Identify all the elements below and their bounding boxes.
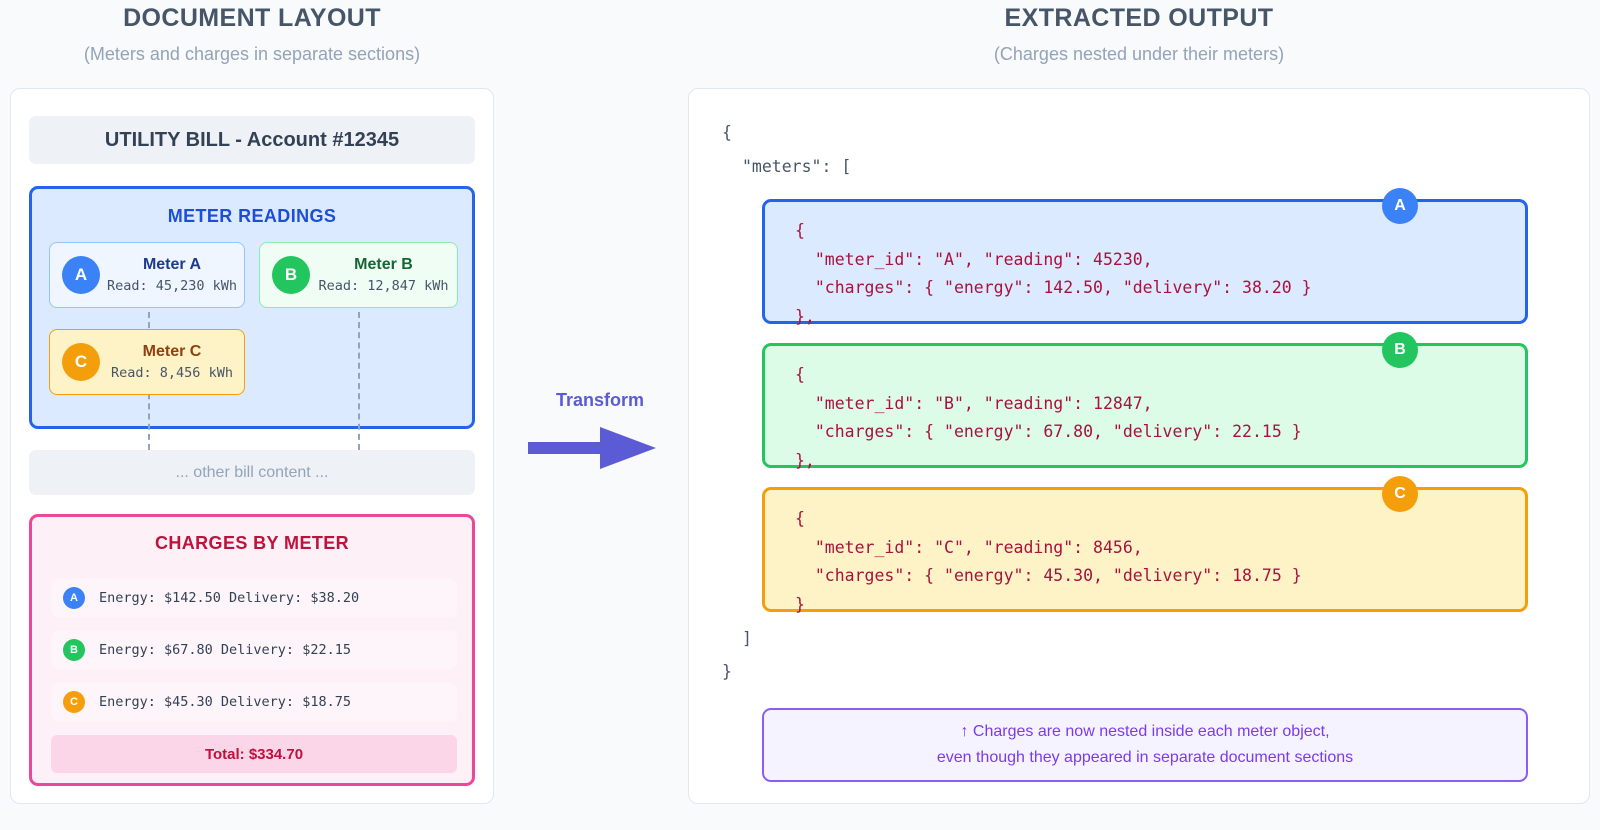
meter-c-reading: Read: 8,456 kWh: [111, 365, 233, 382]
json-block-code-a: { "meter_id": "A", "reading": 45230, "ch…: [795, 221, 1312, 326]
meter-badge-c: C: [62, 343, 100, 381]
meter-card-b-text: Meter B Read: 12,847 kWh: [310, 253, 457, 296]
charge-row[interactable]: C Energy: $45.30 Delivery: $18.75: [51, 683, 457, 721]
meter-card-c[interactable]: C Meter C Read: 8,456 kWh: [49, 329, 245, 395]
meter-badge-a: A: [62, 256, 100, 294]
json-meters-key: "meters": [: [742, 157, 852, 176]
json-meter-block-a[interactable]: A { "meter_id": "A", "reading": 45230, "…: [762, 188, 1528, 326]
json-meter-block-b[interactable]: B { "meter_id": "B", "reading": 12847, "…: [762, 332, 1528, 470]
meter-readings-heading: METER READINGS: [167, 206, 337, 226]
json-array-close-bracket: ]: [742, 629, 752, 648]
meter-a-name: Meter A: [142, 256, 202, 274]
meter-b-reading: Read: 12,847 kWh: [318, 278, 449, 295]
charge-badge-c: C: [63, 691, 85, 713]
json-root-open-brace: {: [722, 123, 732, 142]
charge-text-b: Energy: $67.80 Delivery: $22.15: [99, 642, 351, 658]
charge-badge-a: A: [63, 587, 85, 609]
charges-by-meter-heading: CHARGES BY METER: [154, 533, 350, 553]
meter-b-name: Meter B: [354, 256, 413, 274]
charge-text-a: Energy: $142.50 Delivery: $38.20: [99, 590, 360, 606]
charge-row[interactable]: B Energy: $67.80 Delivery: $22.15: [51, 631, 457, 669]
charges-by-meter-section: CHARGES BY METER A Energy: $142.50 Deliv…: [29, 514, 475, 786]
meter-card-a-text: Meter A Read: 45,230 kWh: [100, 253, 244, 296]
meter-c-name: Meter C: [142, 343, 202, 361]
json-block-code-c: { "meter_id": "C", "reading": 8456, "cha…: [795, 509, 1302, 614]
charge-text-c: Energy: $45.30 Delivery: $18.75: [99, 694, 351, 710]
charge-row[interactable]: A Energy: $142.50 Delivery: $38.20: [51, 579, 457, 617]
right-column-title: EXTRACTED OUTPUT: [1004, 4, 1274, 32]
json-block-code-b: { "meter_id": "B", "reading": 12847, "ch…: [795, 365, 1302, 470]
charge-badge-b: B: [63, 639, 85, 661]
json-block-badge-c: C: [1382, 476, 1418, 512]
left-column-subtitle: (Meters and charges in separate sections…: [83, 44, 421, 64]
json-meter-block-c[interactable]: C { "meter_id": "C", "reading": 8456, "c…: [762, 476, 1528, 614]
connector-dashed-line-b: [358, 312, 360, 450]
meter-card-b[interactable]: B Meter B Read: 12,847 kWh: [259, 242, 458, 308]
other-bill-content: ... other bill content ...: [29, 450, 475, 495]
json-block-badge-b: B: [1382, 332, 1418, 368]
left-column-title: DOCUMENT LAYOUT: [123, 4, 381, 32]
json-block-badge-a: A: [1382, 188, 1418, 224]
charges-total: Total: $334.70: [51, 735, 457, 773]
transform-label: Transform: [555, 390, 645, 410]
meter-card-a[interactable]: A Meter A Read: 45,230 kWh: [49, 242, 245, 308]
meter-badge-b: B: [272, 256, 310, 294]
note-line-1: ↑ Charges are now nested inside each met…: [960, 723, 1330, 741]
bill-title-bar: UTILITY BILL - Account #12345: [29, 116, 475, 164]
meter-a-reading: Read: 45,230 kWh: [106, 278, 238, 295]
note-line-2: even though they appeared in separate do…: [936, 749, 1354, 766]
meter-card-c-text: Meter C Read: 8,456 kWh: [100, 340, 244, 383]
json-root-close-brace: }: [722, 662, 732, 681]
right-column-subtitle: (Charges nested under their meters): [993, 44, 1285, 64]
nesting-explanation-note: ↑ Charges are now nested inside each met…: [762, 708, 1528, 782]
transform-arrow-icon: [528, 427, 656, 469]
